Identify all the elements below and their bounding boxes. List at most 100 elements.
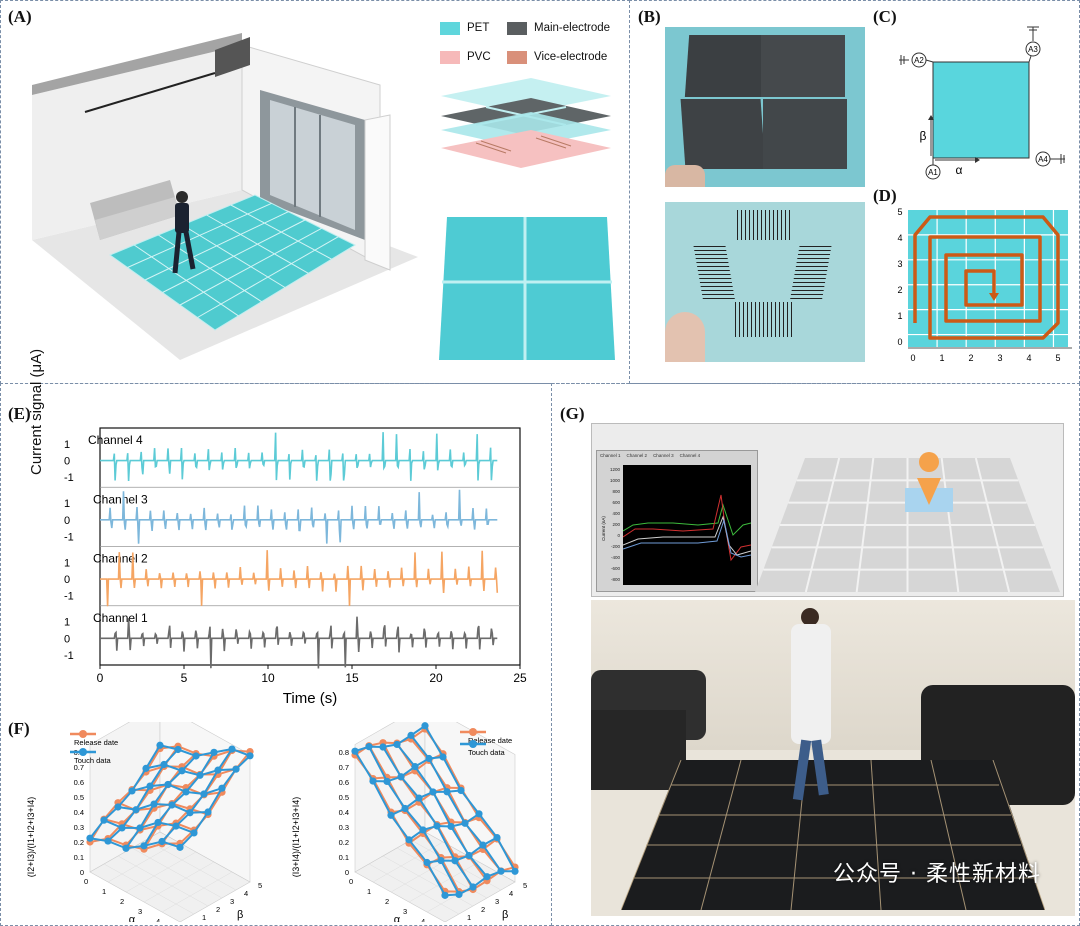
legend-label-main-electrode: Main-electrode <box>534 22 611 34</box>
data-point <box>441 891 449 899</box>
grid-d-xtick: 5 <box>1055 353 1060 363</box>
channel-tab[interactable]: Channel 1 <box>600 453 621 458</box>
surface-line <box>89 744 161 839</box>
x-tick: 3 <box>403 907 407 916</box>
z-tick: 0.4 <box>74 808 84 817</box>
data-point <box>511 867 519 875</box>
grid-d-ytick: 0 <box>897 337 902 347</box>
electrode-position-diagram: A2 A3 A4 A1 α β <box>899 26 1065 180</box>
z-tick: 0.2 <box>339 838 349 847</box>
x-tick: 2 <box>385 897 389 906</box>
grid-d-ytick: 4 <box>897 233 902 243</box>
data-point <box>186 809 194 817</box>
surface-line <box>354 750 446 896</box>
surface-line <box>424 725 516 872</box>
channel-tab[interactable]: Channel 2 <box>626 453 648 458</box>
data-point <box>405 836 413 844</box>
series-name: Channel 2 <box>93 552 148 566</box>
data-point <box>451 857 459 865</box>
data-point <box>401 804 409 813</box>
electrode-photo-top <box>665 27 865 187</box>
chart-e-xtick: 25 <box>513 671 527 685</box>
monitor-ytick: 600 <box>612 500 620 505</box>
data-point <box>387 811 395 819</box>
grid-d-ytick: 3 <box>897 259 902 269</box>
chart-e-xtick: 20 <box>429 671 443 685</box>
series-line-0 <box>100 432 498 482</box>
data-point <box>228 745 236 753</box>
data-point <box>100 816 108 824</box>
data-point <box>122 844 130 852</box>
series-line-1 <box>100 489 498 544</box>
node-a4: A4 <box>1038 155 1048 164</box>
data-point <box>104 837 112 845</box>
data-point <box>419 826 427 834</box>
chart-e-ytick: 1 <box>64 498 70 510</box>
data-point <box>246 752 254 760</box>
monitor-ytick: -200 <box>610 544 620 549</box>
panel-label-e: (E) <box>8 404 31 423</box>
monitor-ytick: -800 <box>610 577 620 582</box>
chart-e-ytick: -1 <box>64 531 74 543</box>
grid-d-xtick: 0 <box>910 353 915 363</box>
data-point <box>425 754 433 763</box>
channel-tab[interactable]: Channel 3 <box>653 453 674 458</box>
legend-swatch-pvc <box>440 51 460 64</box>
chart-e-ytick: 0 <box>64 574 70 586</box>
room-photo: 公众号 · 柔性新材料 <box>591 600 1075 916</box>
data-point <box>204 808 212 816</box>
series-name: Channel 1 <box>93 611 148 625</box>
series-name: Channel 4 <box>88 433 143 447</box>
surface-line <box>382 746 474 888</box>
z-tick: 0.5 <box>74 793 84 802</box>
data-point <box>383 777 391 786</box>
chart-e-ytick: 0 <box>64 633 70 645</box>
data-point <box>447 822 455 831</box>
data-point <box>421 722 429 730</box>
chart-e-xtick: 10 <box>261 671 275 685</box>
series-line-2 <box>100 550 499 607</box>
y-tick: 4 <box>244 889 248 898</box>
data-point <box>136 824 144 832</box>
panel-label-d: (D) <box>873 186 897 205</box>
y-tick: 3 <box>230 897 234 906</box>
x-tick: 0 <box>349 877 353 886</box>
data-point <box>114 803 122 811</box>
node-a2: A2 <box>914 56 924 65</box>
z-tick: 0.7 <box>339 763 349 772</box>
z-tick: 0.1 <box>74 853 84 862</box>
grid-d-ytick: 2 <box>897 285 902 295</box>
node-a3: A3 <box>1028 45 1038 54</box>
data-point <box>411 762 419 771</box>
monitor-ytick: 0 <box>617 533 620 538</box>
y-tick: 2 <box>481 905 485 914</box>
data-point <box>142 764 150 772</box>
panel-label-a: (A) <box>8 7 32 26</box>
legend-marker <box>79 730 87 738</box>
y-tick: 5 <box>523 881 527 890</box>
data-point <box>172 822 180 830</box>
data-point <box>479 841 487 849</box>
data-point <box>439 753 447 761</box>
channel-tab[interactable]: Channel 4 <box>679 453 701 458</box>
data-point <box>379 743 387 751</box>
y-axis-label: β <box>237 909 243 921</box>
z-tick: 0.3 <box>74 823 84 832</box>
data-point <box>493 833 501 842</box>
data-point <box>469 883 477 891</box>
series-line-3 <box>100 616 498 669</box>
legend-swatch-pet <box>440 22 460 35</box>
chart-e-xtick: 15 <box>345 671 359 685</box>
legend-label-pvc: PVC <box>467 51 491 63</box>
legend-marker <box>79 748 87 756</box>
z-tick: 0.6 <box>339 778 349 787</box>
legend-marker <box>469 740 477 748</box>
chart-e-ytick: 0 <box>64 456 70 468</box>
chart-e-ytick: 0 <box>64 515 70 527</box>
electrode-photo-bottom <box>665 202 865 362</box>
data-point <box>443 788 451 796</box>
legend-label: Release date <box>74 738 118 747</box>
room-illustration <box>32 33 418 360</box>
